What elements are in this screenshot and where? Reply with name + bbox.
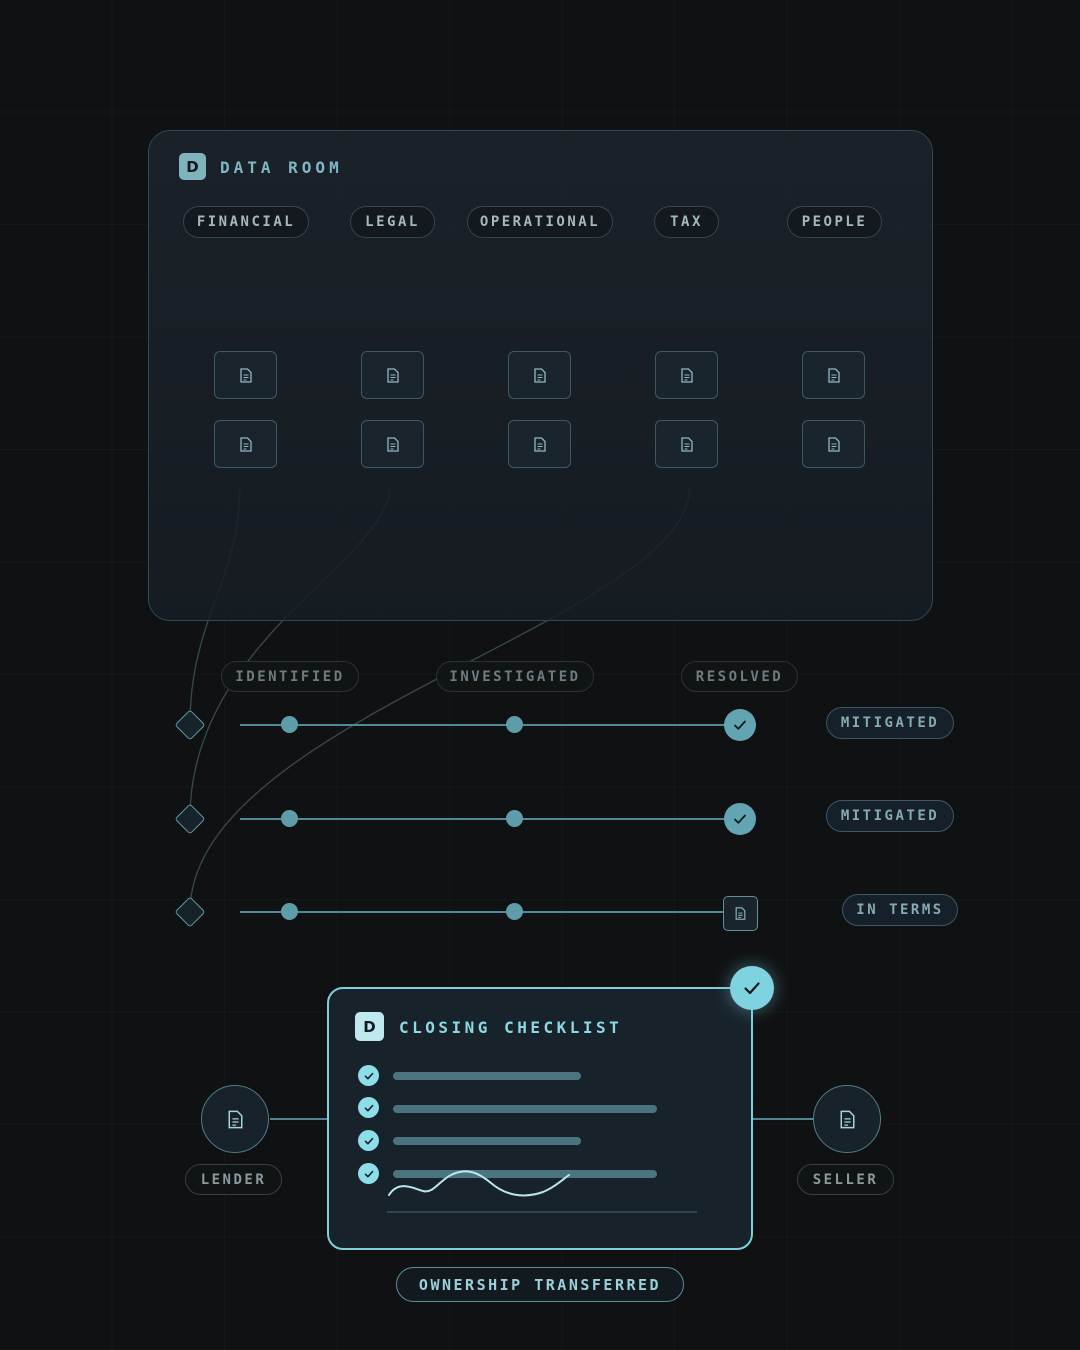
document-icon: [386, 367, 399, 383]
check-icon: [364, 1072, 373, 1079]
closing-badge: D: [355, 1012, 384, 1041]
check-icon: [734, 814, 746, 824]
document-icon: [840, 1110, 854, 1128]
check-icon: [734, 720, 746, 730]
document-icon: [533, 367, 546, 383]
closing-checklist-card: D CLOSING CHECKLIST: [327, 987, 753, 1250]
data-room-title: DATA ROOM: [220, 158, 343, 177]
stage-dot: [281, 716, 298, 733]
document-tile[interactable]: [508, 351, 571, 399]
issue-status: IN TERMS: [842, 894, 958, 926]
check-icon: [364, 1137, 373, 1144]
document-tile[interactable]: [508, 420, 571, 468]
checklist-item-check[interactable]: [358, 1163, 379, 1184]
stage-identified: IDENTIFIED: [221, 661, 359, 692]
stage-dot: [506, 716, 523, 733]
category-financial[interactable]: FINANCIAL: [183, 206, 309, 238]
checklist-item-line: [393, 1072, 581, 1080]
checklist-item-check[interactable]: [358, 1130, 379, 1151]
data-room-panel: D DATA ROOM FINANCIAL LEGAL OPERATIONAL …: [148, 130, 933, 621]
resolved-check: [724, 803, 756, 835]
issue-track: [240, 724, 740, 726]
closing-title: CLOSING CHECKLIST: [399, 1018, 623, 1037]
issue-status: MITIGATED: [826, 707, 954, 739]
document-tile[interactable]: [361, 420, 424, 468]
checklist-item-line: [393, 1170, 657, 1178]
document-icon: [239, 367, 252, 383]
lender-connector: [270, 1118, 328, 1120]
category-tax[interactable]: TAX: [654, 206, 719, 238]
document-icon: [735, 907, 746, 920]
seller-node[interactable]: [813, 1085, 881, 1153]
document-icon: [386, 436, 399, 452]
document-tile[interactable]: [214, 351, 277, 399]
document-tile[interactable]: [802, 420, 865, 468]
issue-track: [240, 818, 740, 820]
document-tile[interactable]: [802, 351, 865, 399]
document-tile[interactable]: [361, 351, 424, 399]
document-icon: [533, 436, 546, 452]
check-icon: [744, 982, 760, 995]
stage-dot: [506, 903, 523, 920]
checklist-item-check[interactable]: [358, 1065, 379, 1086]
lender-label: LENDER: [185, 1164, 282, 1195]
terms-document[interactable]: [723, 896, 758, 931]
lender-node[interactable]: [201, 1085, 269, 1153]
category-people[interactable]: PEOPLE: [787, 206, 882, 238]
checklist-item-line: [393, 1105, 657, 1113]
document-icon: [680, 367, 693, 383]
checklist-item-check[interactable]: [358, 1097, 379, 1118]
data-room-badge: D: [179, 153, 206, 180]
seller-connector: [752, 1118, 814, 1120]
document-icon: [827, 367, 840, 383]
check-icon: [364, 1104, 373, 1111]
issue-status: MITIGATED: [826, 800, 954, 832]
stage-resolved: RESOLVED: [681, 661, 798, 692]
document-icon: [680, 436, 693, 452]
stage-dot: [506, 810, 523, 827]
issue-track: [240, 911, 726, 913]
document-tile[interactable]: [655, 351, 718, 399]
document-icon: [239, 436, 252, 452]
category-operational[interactable]: OPERATIONAL: [467, 206, 613, 238]
document-icon: [228, 1110, 242, 1128]
ownership-transferred-label: OWNERSHIP TRANSFERRED: [396, 1267, 684, 1302]
stage-dot: [281, 810, 298, 827]
document-tile[interactable]: [214, 420, 277, 468]
checklist-item-line: [393, 1137, 581, 1145]
stage-dot: [281, 903, 298, 920]
closing-complete-check: [730, 966, 774, 1010]
check-icon: [364, 1170, 373, 1177]
resolved-check: [724, 709, 756, 741]
document-icon: [827, 436, 840, 452]
signature-mark: [387, 1170, 697, 1213]
seller-label: SELLER: [797, 1164, 894, 1195]
category-legal[interactable]: LEGAL: [350, 206, 435, 238]
stage-investigated: INVESTIGATED: [436, 661, 594, 692]
document-tile[interactable]: [655, 420, 718, 468]
